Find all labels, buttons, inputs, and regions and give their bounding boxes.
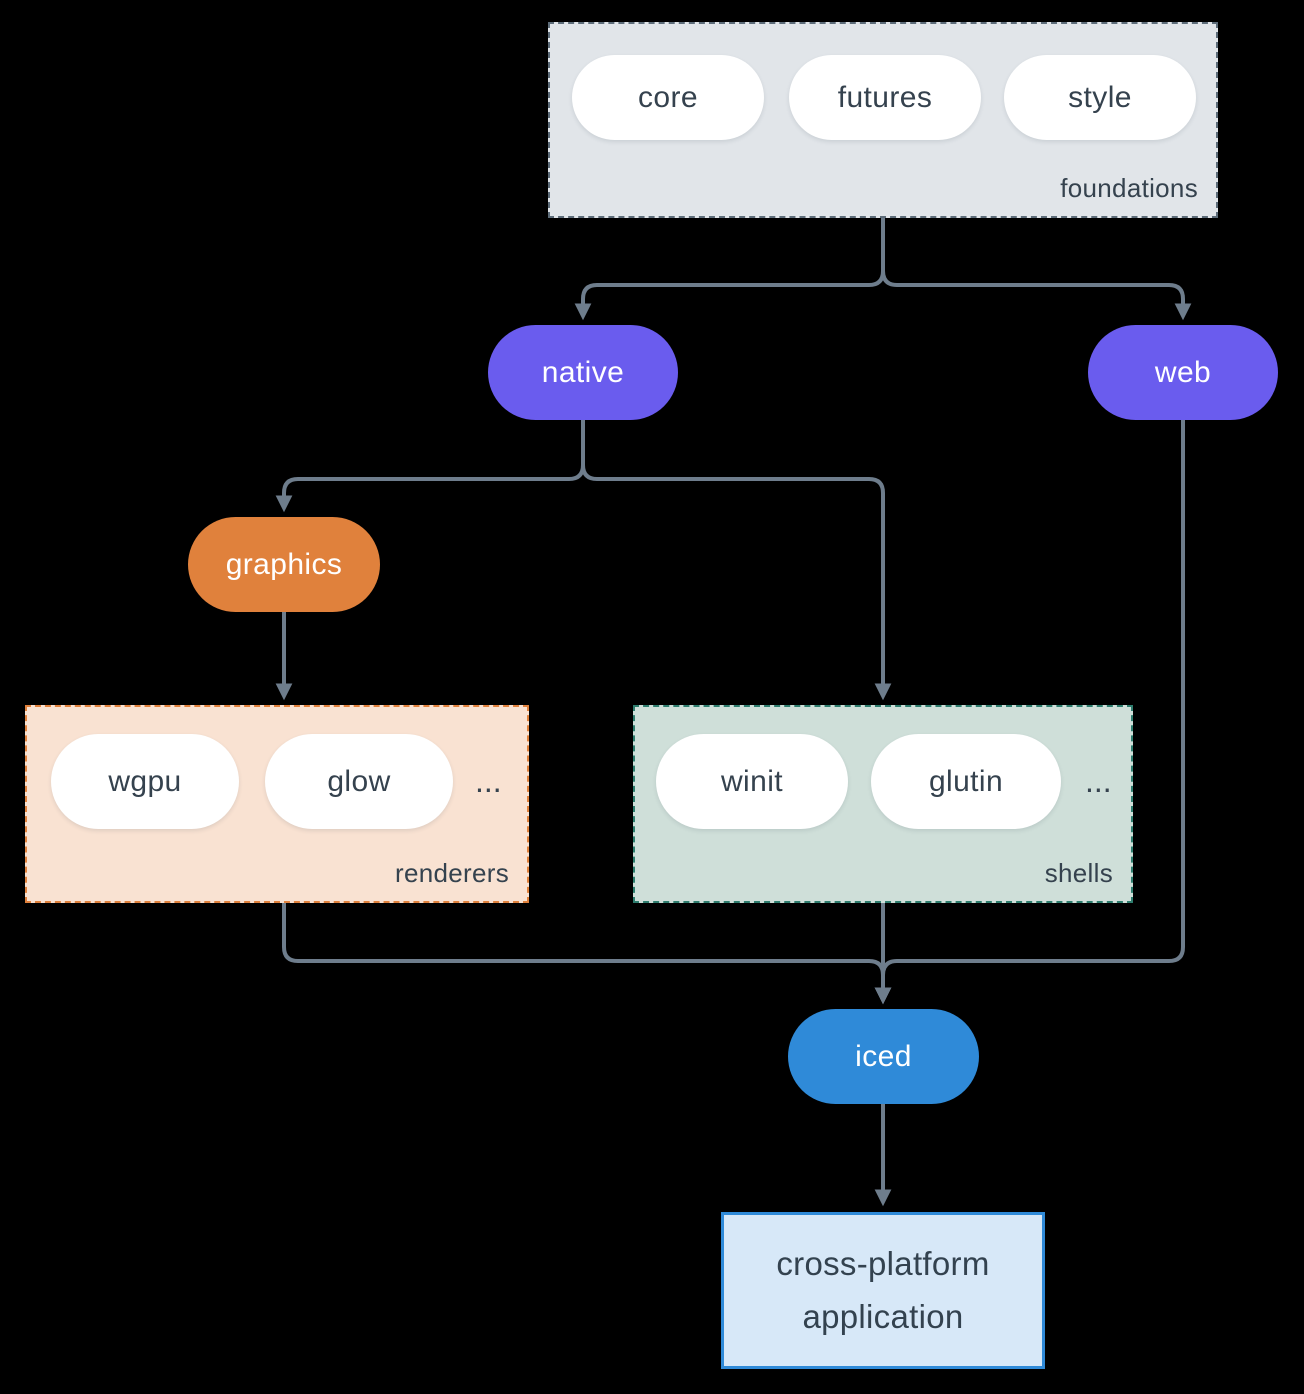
shells-ellipsis: ... [1085, 763, 1112, 799]
node-web: web [1088, 325, 1278, 420]
node-glutin-label: glutin [928, 764, 1004, 798]
node-wgpu: wgpu [51, 734, 239, 829]
connector-native-shells [581, 420, 892, 701]
shells-group-label: shells [1044, 858, 1113, 888]
connector-renderers-iced [282, 903, 892, 1005]
node-iced: iced [788, 1009, 979, 1104]
node-native-label: native [541, 355, 625, 389]
foundations-group-label: foundations [1060, 173, 1198, 203]
node-glow-label: glow [327, 764, 391, 798]
node-core-label: core [638, 80, 698, 114]
renderers-ellipsis: ... [475, 763, 502, 799]
renderers-group: wgpu glow ... renderers [25, 705, 529, 903]
node-graphics: graphics [188, 517, 380, 612]
node-web-label: web [1154, 355, 1212, 389]
node-native: native [488, 325, 678, 420]
application-label-line1: cross-platform [776, 1244, 990, 1282]
application-label-line2: application [802, 1297, 964, 1335]
application-box: cross-platform application [721, 1212, 1045, 1369]
node-glow: glow [265, 734, 453, 829]
foundations-group: core futures style foundations [548, 22, 1218, 218]
node-winit: winit [656, 734, 848, 829]
node-wgpu-label: wgpu [108, 764, 182, 798]
node-graphics-label: graphics [225, 547, 343, 581]
connector-foundations-web [881, 218, 1192, 321]
connector-native-graphics [275, 420, 585, 513]
renderers-group-label: renderers [395, 858, 509, 888]
node-style: style [1004, 55, 1196, 140]
node-winit-label: winit [720, 764, 783, 798]
node-futures-label: futures [837, 80, 933, 114]
node-iced-label: iced [855, 1039, 912, 1073]
node-glutin: glutin [871, 734, 1061, 829]
node-core: core [572, 55, 764, 140]
node-futures: futures [789, 55, 981, 140]
connector-foundations-native [574, 218, 885, 321]
node-style-label: style [1068, 80, 1132, 114]
shells-group: winit glutin ... shells [633, 705, 1133, 903]
